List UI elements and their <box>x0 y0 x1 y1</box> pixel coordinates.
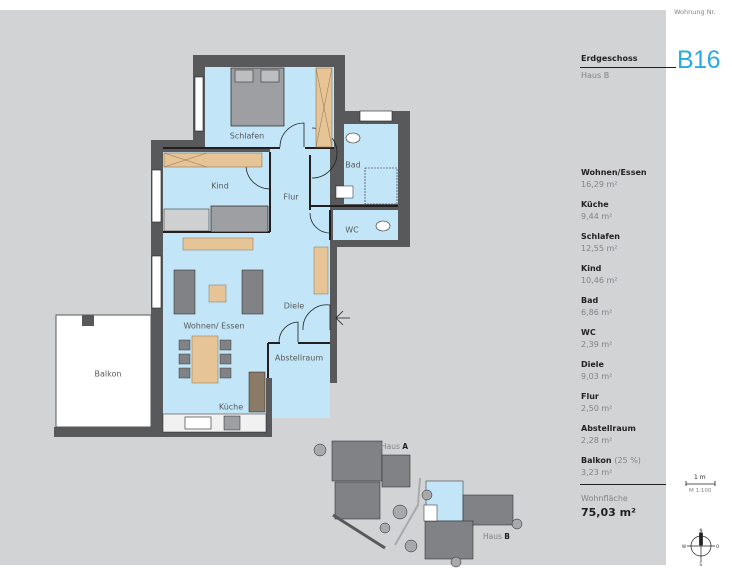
total-area-label: Wohnfläche <box>581 494 628 503</box>
room-area: 2,28 m² <box>581 436 613 445</box>
room-area-item: Abstellraum 2,28 m² <box>581 424 636 445</box>
room-name: Schlafen <box>581 232 620 241</box>
site-plan <box>313 440 523 568</box>
room-area: 10,46 m² <box>581 276 618 285</box>
unit-number: B16 <box>677 46 720 74</box>
room-area-item: Kind 10,46 m² <box>581 264 617 285</box>
kitchen-counter <box>162 413 267 433</box>
scale-bar-label: 1 m <box>694 474 706 481</box>
sideboard <box>182 237 254 251</box>
compass-icon <box>687 532 715 562</box>
compass-n: N <box>700 528 703 533</box>
room-area-item: WC 2,39 m² <box>581 328 612 349</box>
room-name: Küche <box>581 200 609 209</box>
site-label-haus-a: Haus A <box>381 442 409 451</box>
total-area-value: 75,03 m² <box>581 506 636 519</box>
room-area-item: Wohnen/Essen 16,29 m² <box>581 168 647 189</box>
room-area-item: Flur 2,50 m² <box>581 392 612 413</box>
floor-name: Erdgeschoss <box>581 54 638 63</box>
compass-o: O <box>716 544 719 549</box>
room-abstellraum <box>271 344 330 376</box>
shower <box>364 167 398 205</box>
room-area: 2,50 m² <box>581 404 613 413</box>
plan-label-wc: WC <box>345 225 359 235</box>
plan-label-bad: Bad <box>345 160 361 170</box>
sofa-right <box>241 269 264 315</box>
room-name: Balkon (25 %) <box>581 456 641 465</box>
room-name: Kind <box>581 264 602 273</box>
room-area-item: Bad 6,86 m² <box>581 296 612 317</box>
desk <box>163 208 210 232</box>
coffee-table <box>208 284 227 303</box>
divider <box>580 484 666 485</box>
room-area: 9,03 m² <box>581 372 613 381</box>
plan-label-balkon: Balkon <box>94 369 122 379</box>
wardrobe-diele <box>313 246 329 295</box>
room-area: 6,86 m² <box>581 308 613 317</box>
dining-table <box>191 335 219 384</box>
unit-number-label: Wohnung Nr. <box>674 8 716 16</box>
room-suffix: (25 %) <box>614 456 641 465</box>
room-area-item: Balkon (25 %) 3,23 m² <box>581 456 641 477</box>
room-area: 9,44 m² <box>581 212 613 221</box>
room-area: 3,23 m² <box>581 468 613 477</box>
room-area: 12,55 m² <box>581 244 618 253</box>
plan-label-kueche: Küche <box>218 402 244 412</box>
site-label-haus-b: Haus B <box>483 532 511 541</box>
room-area-item: Diele 9,03 m² <box>581 360 612 381</box>
room-area-item: Schlafen 12,55 m² <box>581 232 620 253</box>
balcony <box>55 314 152 428</box>
kid-bed <box>210 205 269 233</box>
plan-label-diele: Diele <box>283 301 305 311</box>
room-name: Abstellraum <box>581 424 636 433</box>
plan-label-abstellraum: Abstellraum <box>274 353 324 363</box>
room-name: Flur <box>581 392 599 401</box>
scale-ratio: M 1:100 <box>689 488 712 494</box>
toilet-wc <box>375 220 391 232</box>
toilet-bad <box>345 132 361 144</box>
room-name: Wohnen/Essen <box>581 168 647 177</box>
plan-label-flur: Flur <box>283 192 299 202</box>
room-area-item: Küche 9,44 m² <box>581 200 612 221</box>
divider <box>580 67 676 68</box>
sofa-left <box>173 269 196 315</box>
compass-s: S <box>700 562 703 567</box>
room-name: Bad <box>581 296 599 305</box>
plan-label-schlafen: Schlafen <box>229 131 265 141</box>
room-area: 2,39 m² <box>581 340 613 349</box>
plan-label-kind: Kind <box>211 181 229 191</box>
room-name: Diele <box>581 360 604 369</box>
house-name: Haus B <box>581 71 610 80</box>
room-name: WC <box>581 328 596 337</box>
wardrobe-kind <box>163 152 263 168</box>
room-flur <box>270 148 330 228</box>
compass-w: W <box>682 544 686 549</box>
scale-bar <box>685 481 716 486</box>
plan-label-wohnen: Wohnen/ Essen <box>183 321 245 331</box>
room-area: 16,29 m² <box>581 180 618 189</box>
